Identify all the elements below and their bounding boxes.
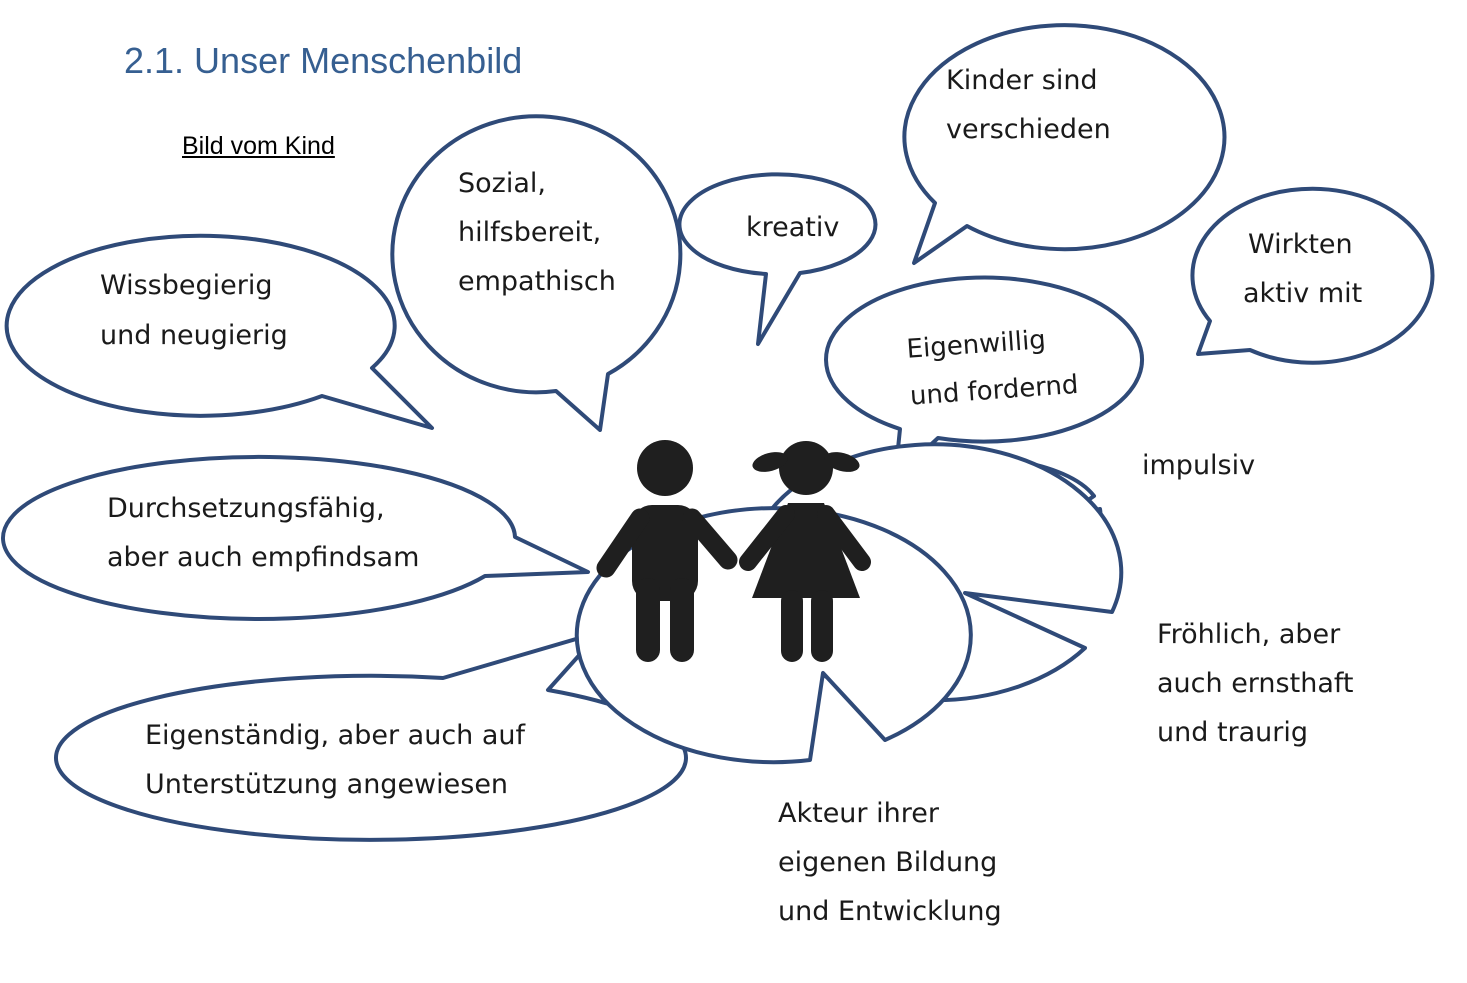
bubble-text: Akteur ihrer eigenen Bildung und Entwick… — [778, 798, 1006, 927]
bubble-text: Fröhlich, aber auch ernsthaft und trauri… — [1157, 619, 1362, 748]
section-heading: 2.1. Unser Menschenbild — [124, 40, 523, 81]
bubble-line: Akteur ihrer — [778, 798, 940, 829]
speech-bubble-eigenstaendig: Eigenständig, aber auch auf Unterstützun… — [54, 630, 688, 842]
bubble-text: Wirkten aktiv mit — [1243, 229, 1362, 309]
bubble-shape — [390, 114, 683, 432]
bubble-line: auch ernsthaft — [1157, 668, 1353, 699]
bubble-line: aber auch empfindsam — [107, 542, 419, 573]
bubble-shape — [902, 23, 1227, 265]
subheading: Bild vom Kind — [182, 132, 335, 160]
bubble-text: Kinder sind verschieden — [946, 65, 1111, 145]
bubble-line: empathisch — [458, 266, 616, 297]
bubble-shape — [1, 454, 590, 621]
speech-bubble-kreativ: kreativ — [677, 172, 878, 346]
bubble-shape — [824, 275, 1145, 480]
bubble-line: eigenen Bildung — [778, 847, 997, 878]
girl-figure-icon — [739, 441, 871, 662]
boy-figure-icon — [596, 440, 738, 662]
speech-bubble-verschieden: Kinder sind verschieden — [902, 23, 1227, 265]
speech-bubble-eigenwillig: Eigenwillig und fordernd — [824, 275, 1145, 480]
bubble-line: aktiv mit — [1243, 278, 1362, 309]
bubble-text: Durchsetzungsfähig, aber auch empfindsam — [107, 493, 419, 573]
bubble-line: Unterstützung angewiesen — [145, 769, 508, 800]
speech-bubble-wissbegierig: Wissbegierig und neugierig — [4, 233, 434, 430]
bubble-line: Eigenständig, aber auch auf — [145, 720, 527, 751]
speech-bubble-aktiv: Wirkten aktiv mit — [1190, 186, 1435, 365]
bubble-shape — [4, 233, 434, 430]
bubble-line: Kinder sind — [946, 65, 1098, 96]
speech-bubble-durchsetzung: Durchsetzungsfähig, aber auch empfindsam — [1, 454, 590, 621]
bubble-text: Sozial, hilfsbereit, empathisch — [458, 168, 616, 297]
bubble-line: hilfsbereit, — [458, 217, 601, 248]
speech-bubble-sozial: Sozial, hilfsbereit, empathisch — [390, 114, 683, 432]
bubble-line: und neugierig — [100, 320, 288, 351]
bubble-shape — [677, 172, 878, 346]
bubble-text: Wissbegierig und neugierig — [100, 270, 288, 351]
bubble-text: impulsiv — [1142, 450, 1255, 481]
bubble-line: impulsiv — [1142, 450, 1255, 481]
bubble-line: verschieden — [946, 114, 1111, 145]
bubble-line: Fröhlich, aber — [1157, 619, 1341, 650]
children-icon — [596, 440, 871, 662]
bubble-line: Wissbegierig — [100, 270, 272, 301]
bubble-text: kreativ — [746, 212, 839, 243]
bubble-line: Wirkten — [1248, 229, 1353, 260]
bubble-line: und traurig — [1157, 717, 1308, 748]
bubble-shape — [1190, 186, 1435, 365]
bubble-text: Eigenständig, aber auch auf Unterstützun… — [145, 720, 534, 800]
bubble-line: und Entwicklung — [778, 896, 1002, 927]
bubble-line: Sozial, — [458, 168, 546, 199]
bubble-line: Durchsetzungsfähig, — [107, 493, 385, 524]
bubble-line: kreativ — [746, 212, 839, 243]
